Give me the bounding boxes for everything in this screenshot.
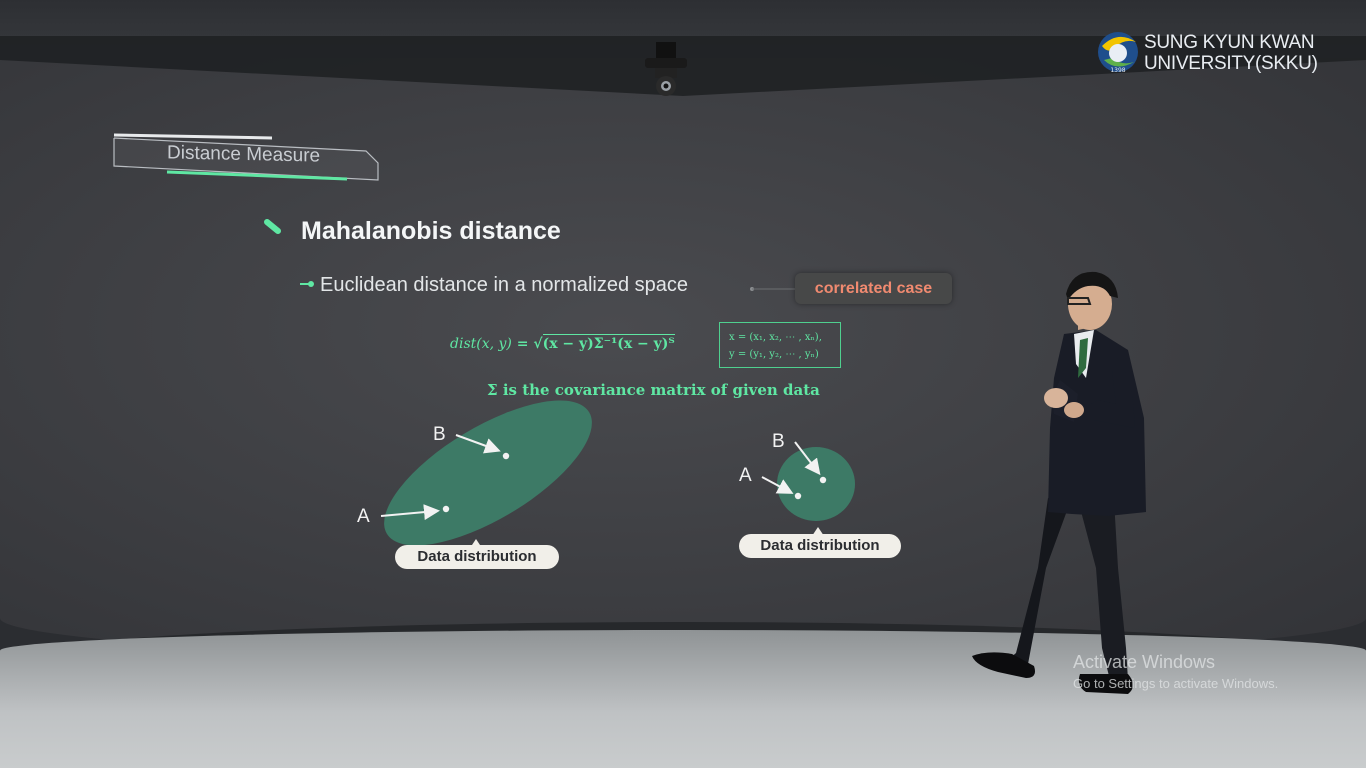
formula-lhs: dist(x, y) [450,336,512,352]
formula-equals: = [511,336,534,352]
arrow-to-b [455,434,501,454]
studio-floor [0,630,1366,768]
arrow-right-icon [300,281,314,287]
display-wall [0,58,1366,658]
slide-title: Mahalanobis distance [301,217,561,245]
university-emblem-icon: 1398 [1098,32,1138,74]
sigma-note: Σ is the covariance matrix of given data [487,381,820,399]
point-a-dot-2 [794,492,802,500]
y-definition: y = (y₁, y₂, ⋯ , yₙ) [729,349,819,360]
watermark-title: Activate Windows [1073,652,1216,672]
logo-line-1: SUNG KYUN KWAN [1144,32,1315,53]
correlated-distribution-label: Data distribution [395,545,559,569]
point-a-dot [442,505,450,513]
label-pointer-2 [812,527,824,536]
watermark-subtitle: Go to Settings to activate Windows. [1073,676,1279,691]
arrow-to-a-2 [761,476,794,494]
section-tag: Distance Measure [112,130,382,182]
point-a-label: A [357,506,370,527]
camera-icon [645,42,687,96]
formula-rhs: (x − y)Σ⁻¹(x − y)ᵀ [542,334,675,352]
correlated-case-badge: correlated case [795,273,952,304]
vector-definitions: x = (x₁, x₂, ⋯ , xₙ), y = (y₁, y₂, ⋯ , y… [719,322,841,368]
isotropic-distribution-circle [777,447,855,521]
x-definition: x = (x₁, x₂, ⋯ , xₙ), [729,332,822,343]
mahalanobis-formula: dist(x, y) = √(x − y)Σ⁻¹(x − y)ᵀ [450,334,675,352]
point-b-label: B [433,424,446,445]
point-b-dot-2 [819,476,827,484]
point-a-label-2: A [739,465,752,486]
university-logo: 1398 SUNG KYUN KWAN UNIVERSITY(SKKU) [1096,26,1331,78]
sqrt-icon: √ [533,336,543,352]
slide-subtitle: Euclidean distance in a normalized space [320,274,688,296]
presenter [972,271,1146,694]
svg-text:1398: 1398 [1110,67,1125,74]
arrow-to-a [380,504,440,521]
badge-connector [750,287,796,291]
activation-watermark: Activate Windows Go to Settings to activ… [1073,652,1278,691]
title-bullet-icon [264,219,281,234]
point-b-dot [502,452,510,460]
isotropic-distribution-label: Data distribution [739,534,901,558]
logo-line-2: UNIVERSITY(SKKU) [1144,53,1318,74]
correlated-distribution-ellipse [384,400,592,546]
section-tag-frame [113,133,379,181]
point-b-label-2: B [772,431,785,452]
arrow-to-b-2 [794,441,821,476]
